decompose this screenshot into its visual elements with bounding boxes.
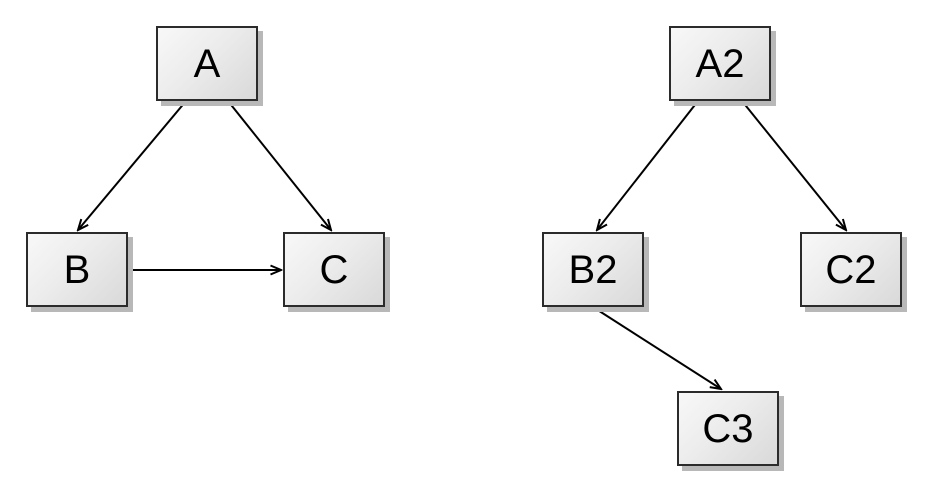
node-a-label: A — [193, 41, 221, 86]
node-c3-label: C3 — [702, 406, 754, 451]
node-a[interactable]: A — [156, 26, 258, 101]
node-b2[interactable]: B2 — [542, 232, 644, 307]
node-a2[interactable]: A2 — [669, 26, 771, 101]
edge-a2-to-c2 — [741, 100, 846, 230]
node-a2-label: A2 — [695, 41, 745, 86]
node-c3[interactable]: C3 — [677, 391, 779, 466]
node-b2-label: B2 — [568, 247, 618, 292]
node-c-label: C — [319, 247, 349, 292]
node-b-label: B — [63, 247, 91, 292]
node-c2-label: C2 — [825, 247, 877, 292]
edge-b2-to-c3 — [592, 306, 721, 389]
edge-a2-to-b2 — [597, 100, 699, 230]
node-c2[interactable]: C2 — [800, 232, 902, 307]
edge-a-to-c — [227, 100, 331, 230]
node-c[interactable]: C — [283, 232, 385, 307]
node-b[interactable]: B — [26, 232, 128, 307]
edge-a-to-b — [78, 100, 187, 230]
